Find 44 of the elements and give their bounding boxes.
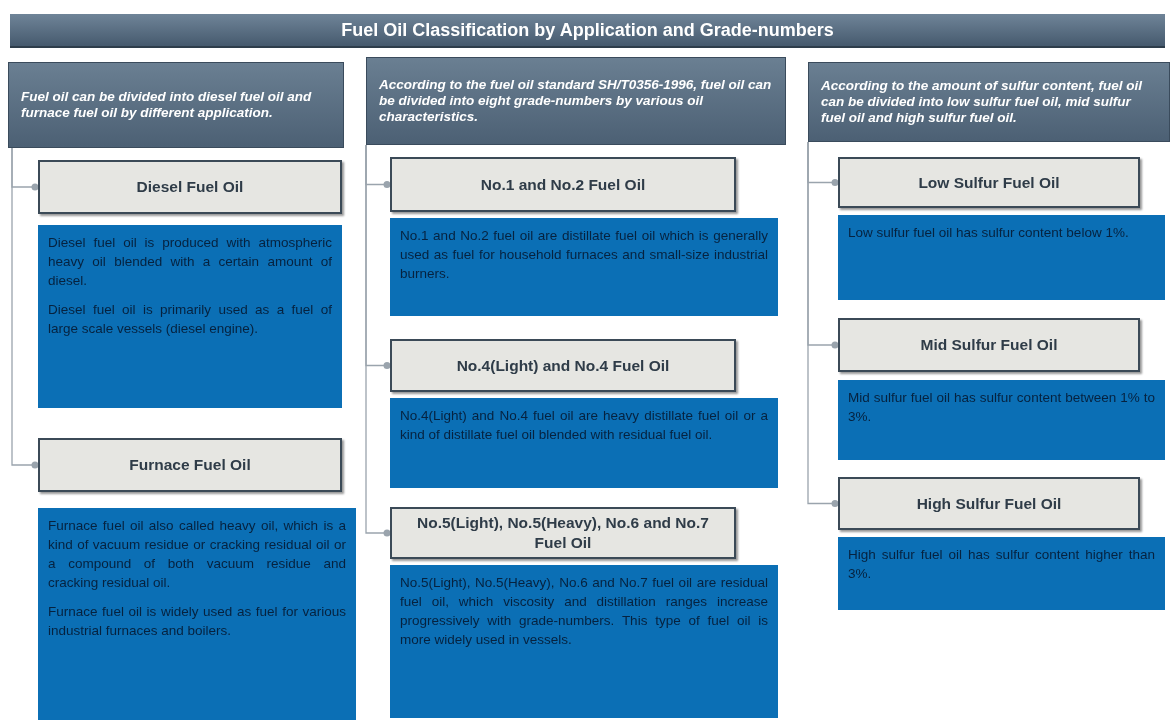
description-box	[838, 537, 1165, 610]
description-box	[38, 508, 356, 720]
fuel-type-label: Mid Sulfur Fuel Oil	[920, 335, 1058, 355]
description-text: Low sulfur fuel oil has sulfur content below 1%.	[848, 224, 1130, 242]
title-banner: Fuel Oil Classification by Application and Grade-numbers	[10, 14, 1165, 48]
category-description: According to the amount of sulfur content, fuel oil can be divided into low sulfur fuel oil, mid sulfur fuel oil and high sulfur fuel oil.	[821, 78, 1143, 126]
description-text: No.4(Light) and No.4 fuel oil are heavy distillate fuel oil or a kind of distillate fuel oil blended with residual fuel oil.	[400, 407, 768, 444]
fuel-type-label: No.1 and No.2 Fuel Oil	[480, 174, 646, 195]
fuel-type-box	[838, 318, 1140, 372]
description-box	[390, 218, 778, 316]
description-text: Diesel fuel oil is produced with atmospheric heavy oil blended with a certain amount of diesel.	[48, 234, 332, 290]
fuel-type-box	[390, 157, 736, 212]
description-box	[390, 398, 778, 488]
fuel-type-label: No.5(Light), No.5(Heavy), No.6 and No.7 Fuel Oil	[416, 513, 710, 553]
fuel-type-label: High Sulfur Fuel Oil	[916, 493, 1062, 514]
connector-line	[365, 144, 391, 537]
description-box	[838, 380, 1165, 460]
description-text: Furnace fuel oil also called heavy oil, which is a kind of vacuum residue or cracking residual oil or a compound of both vacuum residue and cracking residual oil.	[48, 517, 346, 592]
fuel-type-box	[390, 339, 736, 392]
description-text: Mid sulfur fuel oil has sulfur content between 1% to 3%.	[848, 389, 1155, 426]
category-header-box	[366, 57, 786, 145]
fuel-type-label: Diesel Fuel Oil	[136, 177, 244, 197]
description-text: High sulfur fuel oil has sulfur content higher than 3%.	[848, 546, 1155, 583]
description-text: No.1 and No.2 fuel oil are distillate fuel oil which is generally used as fuel for household furnaces and small-size industrial burners.	[400, 227, 768, 283]
category-header-box	[808, 62, 1170, 142]
connector-line	[807, 141, 839, 507]
fuel-type-box	[838, 477, 1140, 530]
fuel-type-box	[390, 507, 736, 559]
description-box	[390, 565, 778, 718]
description-text: No.5(Light), No.5(Heavy), No.6 and No.7 fuel oil are residual fuel oil, which viscosity and distillation ranges increase progressively with grade-numbers. This type of fuel oil is more widely used in vessels.	[400, 574, 768, 649]
category-description: According to the fuel oil standard SH/T0356-1996, fuel oil can be divided into eight grade-numbers by various oil characteristics.	[379, 77, 773, 125]
description-box	[838, 215, 1165, 300]
description-text: Furnace fuel oil is widely used as fuel for various industrial furnaces and boilers.	[48, 603, 346, 640]
fuel-type-label: No.4(Light) and No.4 Fuel Oil	[456, 355, 670, 376]
description-box	[38, 225, 342, 408]
category-description: Fuel oil can be divided into diesel fuel oil and furnace fuel oil by different application.	[21, 89, 313, 121]
fuel-type-box	[38, 160, 342, 214]
connector-line	[11, 147, 39, 469]
fuel-type-box	[38, 438, 342, 492]
fuel-type-label: Low Sulfur Fuel Oil	[918, 172, 1060, 193]
fuel-type-box	[838, 157, 1140, 208]
description-text: Diesel fuel oil is primarily used as a fuel of large scale vessels (diesel engine).	[48, 301, 332, 338]
category-header-box	[8, 62, 344, 148]
fuel-type-label: Furnace Fuel Oil	[129, 455, 251, 475]
